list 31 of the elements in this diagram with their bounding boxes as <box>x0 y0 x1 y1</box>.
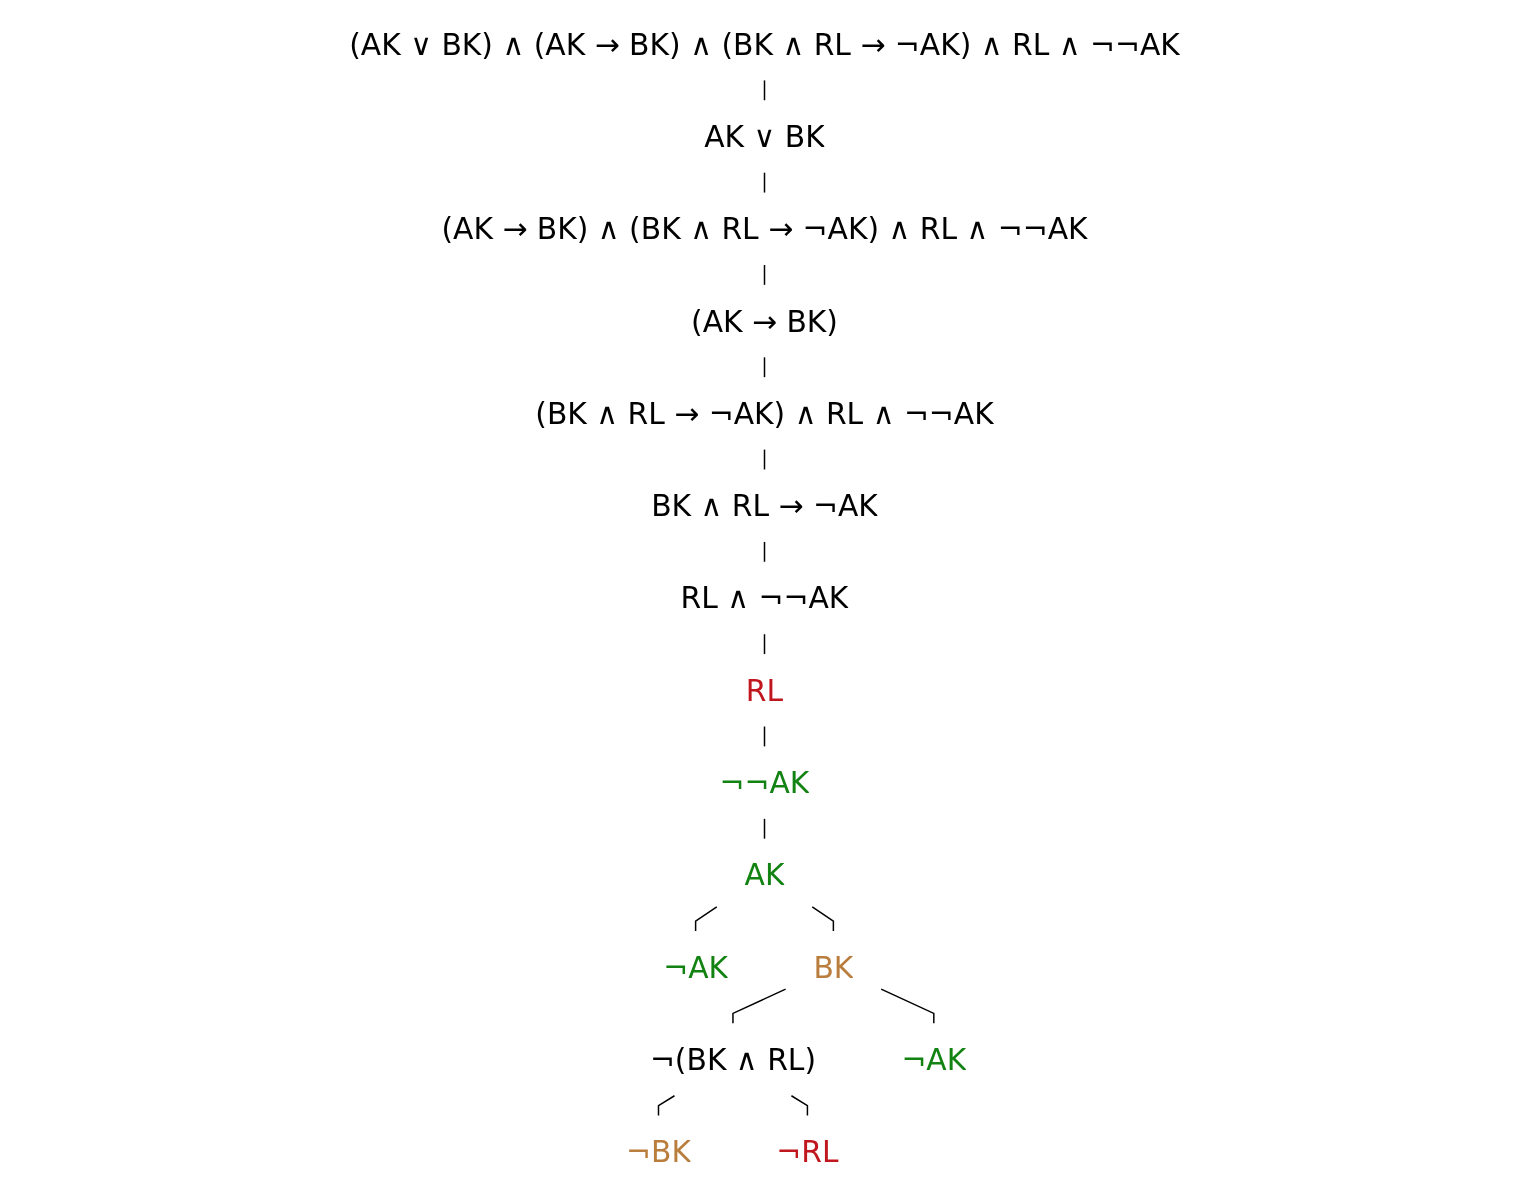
node-text: (AK → BK) ∧ (BK ∧ RL → ¬AK) ∧ RL ∧ ¬¬AK <box>441 211 1088 247</box>
node-text: ¬AK <box>663 949 729 985</box>
node-text: ¬(BK ∧ RL) <box>649 1042 817 1077</box>
connector <box>694 906 718 932</box>
node-text: AK <box>744 857 785 893</box>
connector <box>763 725 766 748</box>
connector <box>763 356 766 378</box>
node-text: RL ∧ ¬¬AK <box>680 580 849 616</box>
node-text: BK <box>813 949 854 985</box>
node-text: (AK ∨ BK) ∧ (AK → BK) ∧ (BK ∧ RL → ¬AK) ∧ RL ∧ ¬¬AK <box>349 26 1180 62</box>
node-text: (BK ∧ RL → ¬AK) ∧ RL ∧ ¬¬AK <box>535 396 994 431</box>
connector <box>763 448 766 471</box>
connector <box>763 541 766 563</box>
connector <box>763 633 766 655</box>
node-text: AK ∨ BK <box>704 119 825 154</box>
connector <box>763 171 766 194</box>
node-text: (AK → BK) <box>691 303 838 339</box>
node-text: ¬¬AK <box>719 765 810 800</box>
node-text: BK ∧ RL → ¬AK <box>651 488 878 524</box>
connector <box>790 1095 809 1117</box>
connector <box>811 906 835 932</box>
connector <box>763 79 766 101</box>
node-text: RL <box>745 672 784 708</box>
node-text: ¬BK <box>626 1134 691 1170</box>
connector <box>763 264 766 286</box>
node-text: ¬RL <box>776 1134 839 1170</box>
connector <box>880 988 935 1025</box>
connector <box>763 818 766 840</box>
connector <box>657 1095 676 1117</box>
node-text: ¬AK <box>901 1042 967 1077</box>
connector <box>732 988 787 1025</box>
